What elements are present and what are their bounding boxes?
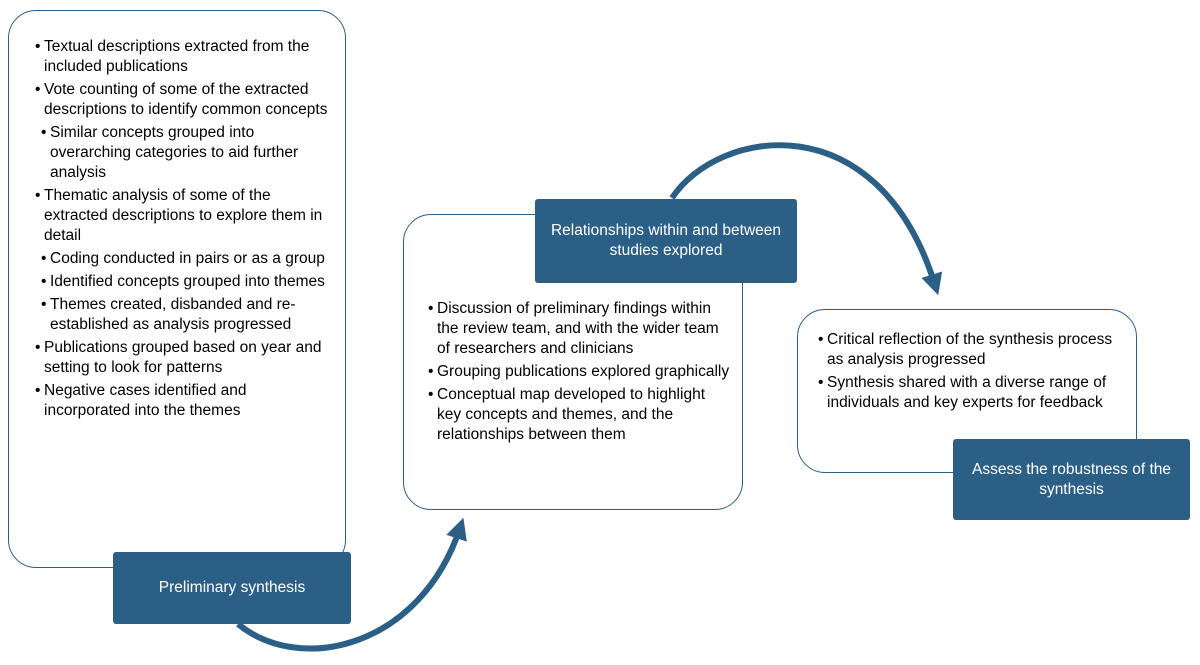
stage-3-label: Assess the robustness of the synthesis — [953, 439, 1190, 520]
stage-1-label: Preliminary synthesis — [113, 552, 351, 624]
bullet-item: Discussion of preliminary findings withi… — [428, 299, 732, 359]
sub-bullet-item: Themes created, disbanded and re-establi… — [41, 295, 333, 335]
sub-bullet-item: Similar concepts grouped into overarchin… — [41, 123, 333, 183]
bullet-item: Conceptual map developed to highlight ke… — [428, 385, 732, 445]
bullet-item: Publications grouped based on year and s… — [35, 338, 333, 378]
arrow-stage1-to-stage2 — [236, 517, 467, 652]
sub-bullet-item: Coding conducted in pairs or as a group — [41, 249, 333, 269]
bullet-item: Vote counting of some of the extracted d… — [35, 80, 333, 120]
stage-3-bullet-list: Critical reflection of the synthesis pro… — [818, 330, 1126, 413]
stage-1-panel: Textual descriptions extracted from the … — [8, 10, 346, 568]
bullet-item: Textual descriptions extracted from the … — [35, 37, 333, 77]
bullet-item: Synthesis shared with a diverse range of… — [818, 373, 1126, 413]
arrow-stage2-to-stage3 — [669, 142, 943, 296]
stage-2-bullet-list: Discussion of preliminary findings withi… — [428, 299, 732, 445]
stage-1-bullet-list: Textual descriptions extracted from the … — [35, 37, 333, 421]
bullet-item: Grouping publications explored graphical… — [428, 362, 732, 382]
stage-2-label: Relationships within and between studies… — [535, 199, 797, 283]
sub-bullet-item: Identified concepts grouped into themes — [41, 272, 333, 292]
bullet-item: Negative cases identified and incorporat… — [35, 381, 333, 421]
bullet-item: Thematic analysis of some of the extract… — [35, 186, 333, 246]
bullet-item: Critical reflection of the synthesis pro… — [818, 330, 1126, 370]
